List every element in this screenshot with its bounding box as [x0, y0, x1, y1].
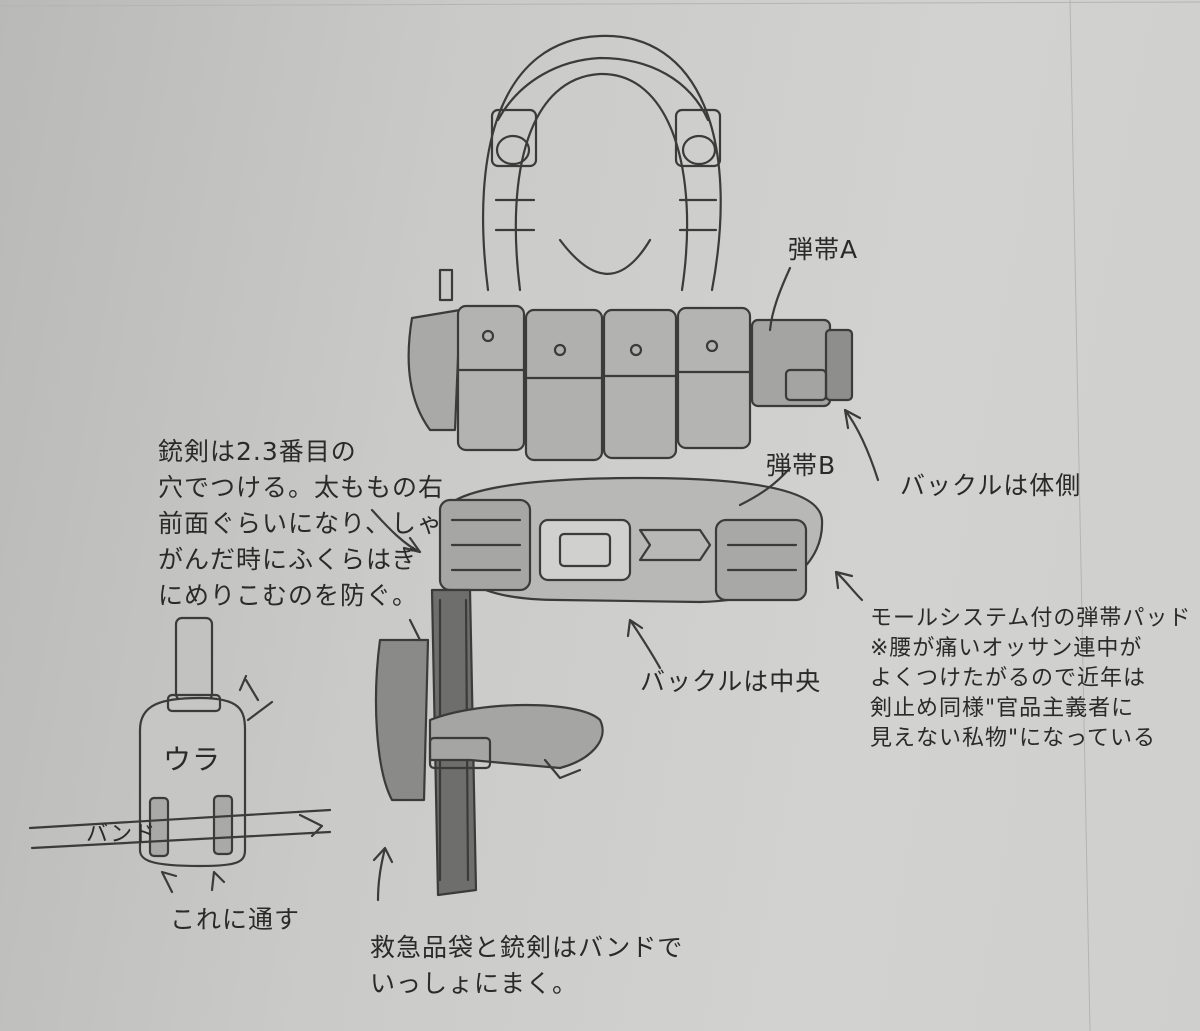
annotation-arrows — [160, 266, 880, 902]
pouch-back-view — [28, 616, 332, 868]
belt-b-label: 弾帯B — [766, 451, 837, 480]
suspender-harness — [438, 34, 722, 302]
buckle-center-label: バックルは中央 — [640, 667, 822, 696]
band-label: バンド — [86, 822, 157, 847]
molle-pad-note: モールシステム付の弾帯パッド ※腰が痛いオッサン連中が よくつけたがるので近年は… — [870, 606, 1192, 751]
ura-label: ウラ — [163, 743, 222, 776]
bayonet-note: 銃剣は2.3番目の 穴でつける。太ももの右 前面ぐらいになり、しゃ がんだ時にふ… — [158, 437, 445, 610]
belt-b-drawing — [438, 476, 824, 604]
belt-a-drawing — [407, 304, 854, 462]
band-wrap-note: 救急品袋と銃剣はバンドで いっしょにまく。 — [370, 933, 684, 998]
belt-a-label: 弾帯A — [788, 235, 859, 264]
buckle-side-label: バックルは体側 — [900, 471, 1082, 500]
pass-through-label: これに通す — [170, 905, 301, 934]
bayonet-drawing — [374, 588, 604, 897]
